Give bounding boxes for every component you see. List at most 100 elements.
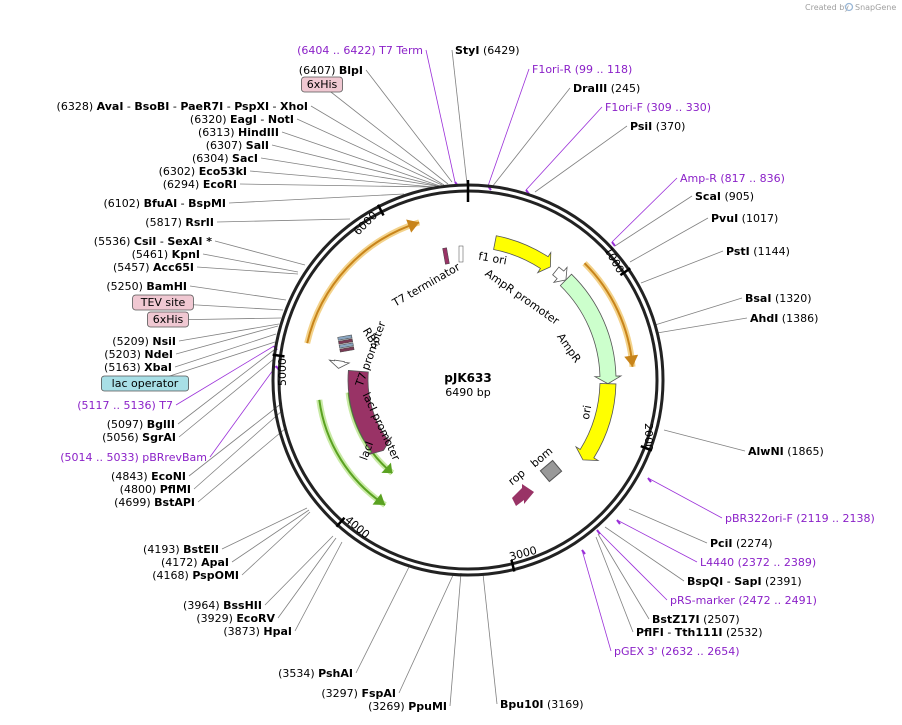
label-part: (2632 .. 2654)	[658, 645, 740, 658]
label-part: EcoRI	[203, 178, 237, 191]
primer-label: L4440 (2372 .. 2389)	[700, 556, 816, 569]
rbs-stripe	[338, 338, 354, 345]
label-part: (3297)	[321, 687, 361, 700]
site-label: (4193) BstEII	[143, 543, 219, 556]
label-part: (1320)	[771, 292, 811, 305]
leader-line	[188, 402, 283, 477]
label-part: HpaI	[263, 625, 292, 638]
feature-tag-label: 6xHis	[153, 313, 184, 326]
orf-arc	[583, 262, 634, 367]
feature-t7-terminator-b	[458, 245, 464, 263]
feature-ampr-promoter-shape	[552, 266, 568, 284]
feature-tag-label: TEV site	[140, 296, 186, 309]
site-label: (6304) SacI	[192, 152, 258, 165]
leader-line	[597, 533, 650, 620]
label-part: (5250)	[106, 280, 146, 293]
leader-line	[398, 572, 455, 694]
orf-arc	[306, 221, 420, 344]
feature-label: AmpR	[554, 331, 584, 366]
label-part: (5014 .. 5033)	[60, 451, 139, 464]
leader-line	[214, 240, 306, 266]
rbs-stripe	[337, 334, 353, 341]
site-label: (4843) EcoNI	[111, 470, 186, 483]
label-part: ScaI	[695, 190, 721, 203]
label-part: (2372 .. 2389)	[734, 556, 816, 569]
label-part: (309 .. 330)	[643, 101, 711, 114]
label-part: pBRrevBam	[139, 451, 207, 464]
primer-label: F1ori-F (309 .. 330)	[605, 101, 711, 114]
site-label: StyI (6429)	[455, 44, 520, 57]
label-part: BamHI	[146, 280, 187, 293]
label-part: Amp-R	[680, 172, 717, 185]
leader-line	[604, 526, 685, 582]
label-part: (245)	[607, 82, 640, 95]
site-label: BspQI - SapI (2391)	[687, 575, 802, 588]
label-part: (3169)	[544, 698, 584, 711]
label-part: PstI	[726, 245, 750, 258]
leader-line	[177, 349, 275, 425]
label-part: (905)	[721, 190, 754, 203]
leader-line	[241, 511, 311, 576]
feature-label: f1 ori	[477, 250, 508, 268]
leader-line	[321, 84, 449, 185]
label-part: PspOMI	[192, 569, 239, 582]
tick-mark	[376, 204, 385, 216]
label-part: SexAI *	[167, 235, 212, 248]
label-part: BstEII	[183, 543, 219, 556]
leader-line	[449, 572, 462, 707]
leader-line	[216, 218, 351, 223]
leader-line	[197, 427, 287, 503]
label-part: (6320)	[190, 113, 230, 126]
feature-laci-promoter-shape	[328, 359, 351, 369]
map-center: pJK633 6490 bp	[444, 371, 491, 399]
label-part: (1017)	[738, 212, 778, 225]
label-part: AhdI	[750, 312, 778, 325]
site-label: (3873) HpaI	[223, 625, 292, 638]
label-part: (6407)	[299, 64, 339, 77]
primer-label: pBR322ori-F (2119 .. 2138)	[725, 512, 875, 525]
leader-line	[611, 177, 678, 243]
label-part: HindIII	[238, 126, 279, 139]
label-part: PpuMI	[408, 700, 447, 713]
label-part: T7	[156, 399, 173, 412]
leader-line	[525, 106, 603, 191]
label-part: F1ori-R	[532, 63, 572, 76]
label-part: SalI	[246, 139, 269, 152]
label-part: PciI	[710, 537, 732, 550]
label-part: -	[169, 100, 180, 113]
label-part: (370)	[652, 120, 685, 133]
leader-line	[294, 541, 343, 632]
site-label: (5097) BglII	[107, 418, 175, 431]
feature-laci-shape	[347, 369, 393, 456]
label-part: (3873)	[223, 625, 263, 638]
leader-line	[534, 125, 628, 193]
label-part: (5461)	[132, 248, 172, 261]
label-part: BfuAI	[144, 197, 178, 210]
primer-site-mark	[611, 241, 616, 247]
label-part: BspMI	[188, 197, 226, 210]
tick-mark	[640, 444, 653, 452]
primer-label: pGEX 3' (2632 .. 2654)	[614, 645, 740, 658]
leader-line	[264, 535, 334, 606]
label-part: PvuI	[711, 212, 738, 225]
label-part: PflMI	[160, 483, 191, 496]
leader-line	[614, 195, 693, 247]
site-label: PvuI (1017)	[711, 212, 778, 225]
label-part: AvaI	[97, 100, 124, 113]
label-part: Bpu10I	[500, 698, 544, 711]
label-part: L4440	[700, 556, 734, 569]
feature-ampr-promoter	[552, 266, 568, 284]
leader-line	[175, 345, 275, 406]
site-label: PciI (2274)	[710, 537, 773, 550]
label-part: PaeR7I	[180, 100, 223, 113]
feature-tag: TEV site	[132, 294, 194, 311]
label-part: (3269)	[368, 700, 408, 713]
label-part: (5817)	[145, 216, 185, 229]
leader-line	[482, 573, 498, 705]
feature-laci-promoter	[328, 359, 351, 369]
site-label: (4168) PspOMI	[152, 569, 239, 582]
label-part: (6328)	[57, 100, 97, 113]
label-part: (6307)	[206, 139, 246, 152]
site-label: BsaI (1320)	[745, 292, 812, 305]
leader-line	[647, 477, 723, 519]
